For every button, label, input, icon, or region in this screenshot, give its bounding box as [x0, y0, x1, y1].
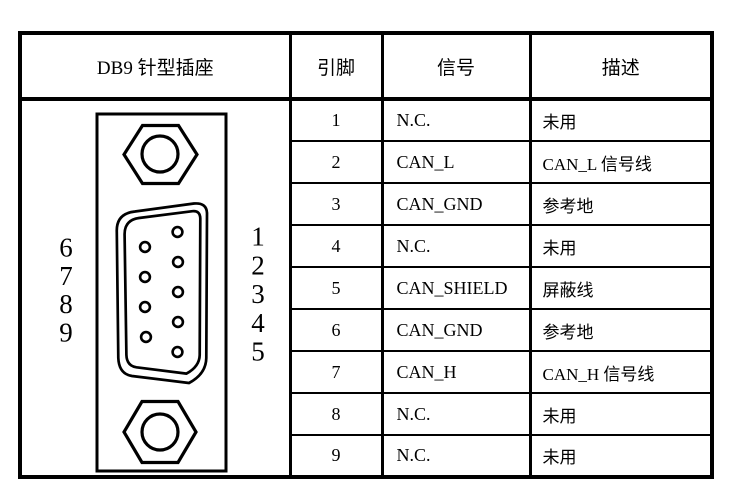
mounting-nut-bottom-icon — [122, 399, 198, 465]
signal-name: CAN_GND — [380, 182, 532, 226]
pin-1-hole — [171, 225, 184, 239]
pin-8-hole — [138, 300, 152, 314]
header-pin: 引脚 — [288, 32, 384, 101]
pin-label-3: 3 — [251, 279, 265, 309]
header-connector: DB9 针型插座 — [18, 32, 292, 101]
pin-label-8: 8 — [59, 289, 73, 319]
pin-9-hole — [139, 330, 153, 344]
signal-description: 未用 — [528, 98, 714, 142]
pin-number: 6 — [288, 308, 384, 352]
pin-label-1: 1 — [251, 222, 265, 252]
pin-label-7: 7 — [59, 261, 73, 291]
connector-body-outline — [95, 112, 228, 473]
pin-label-2: 2 — [251, 250, 265, 280]
mounting-nut-top-icon — [122, 123, 199, 186]
table-row: 9 N.C. 未用 — [20, 434, 714, 478]
table-row: 2 CAN_L CAN_L 信号线 — [20, 140, 714, 184]
connector-diagram-cell: 6 7 8 9 1 2 3 4 5 — [18, 98, 292, 478]
pin-label-6: 6 — [59, 233, 73, 263]
signal-name: N.C. — [380, 392, 532, 436]
table-row: 6 7 8 9 1 2 3 4 5 1 N.C. 未用 — [18, 98, 714, 478]
pin-label-4: 4 — [251, 308, 265, 338]
pin-number: 8 — [288, 392, 384, 436]
signal-name: CAN_SHIELD — [380, 266, 532, 310]
mounting-hole-bottom-icon — [140, 412, 180, 452]
mounting-hole-top-icon — [140, 134, 180, 174]
db9-connector-diagram: 6 7 8 9 1 2 3 4 5 — [59, 112, 265, 473]
pin-6-hole — [138, 240, 152, 254]
pin-number: 7 — [288, 350, 384, 394]
pin-number: 3 — [288, 182, 384, 226]
signal-name: N.C. — [380, 98, 532, 142]
table-header-row: DB9 针型插座 引脚 信号 描述 — [18, 32, 714, 101]
pin-3-hole — [171, 285, 185, 299]
dsub-shell-outer-outline — [115, 202, 209, 385]
signal-description: 屏蔽线 — [528, 266, 714, 310]
pin-4-hole — [171, 315, 185, 329]
pin-5-hole — [171, 345, 184, 359]
signal-description: CAN_H 信号线 — [528, 350, 714, 394]
table-row: 5 CAN_SHIELD 屏蔽线 — [20, 266, 714, 310]
signal-name: CAN_GND — [380, 308, 532, 352]
signal-description: 未用 — [528, 224, 714, 268]
pin-number: 5 — [288, 266, 384, 310]
pin-number: 9 — [288, 434, 384, 478]
signal-description: 参考地 — [528, 182, 714, 226]
table-row: 8 N.C. 未用 — [20, 392, 714, 436]
header-signal: 信号 — [380, 32, 532, 101]
signal-description: CAN_L 信号线 — [528, 140, 714, 184]
pin-2-hole — [171, 255, 185, 269]
table-row: 6 CAN_GND 参考地 — [20, 308, 714, 352]
header-description: 描述 — [528, 32, 714, 101]
pin-label-9: 9 — [59, 318, 73, 348]
pin-number: 1 — [288, 98, 384, 142]
table-row: 4 N.C. 未用 — [20, 224, 714, 268]
signal-description: 参考地 — [528, 308, 714, 352]
table-row: 7 CAN_H CAN_H 信号线 — [20, 350, 714, 394]
pin-label-5: 5 — [251, 337, 265, 367]
db9-pinout-table: DB9 针型插座 引脚 信号 描述 — [18, 31, 714, 479]
pin-7-hole — [138, 270, 152, 284]
signal-name: N.C. — [380, 224, 532, 268]
dsub-shell-inner-outline — [123, 209, 202, 375]
signal-name: CAN_L — [380, 140, 532, 184]
signal-name: N.C. — [380, 434, 532, 478]
table-row: 3 CAN_GND 参考地 — [20, 182, 714, 226]
pin-number: 4 — [288, 224, 384, 268]
signal-description: 未用 — [528, 392, 714, 436]
signal-description: 未用 — [528, 434, 714, 478]
pin-number: 2 — [288, 140, 384, 184]
signal-name: CAN_H — [380, 350, 532, 394]
